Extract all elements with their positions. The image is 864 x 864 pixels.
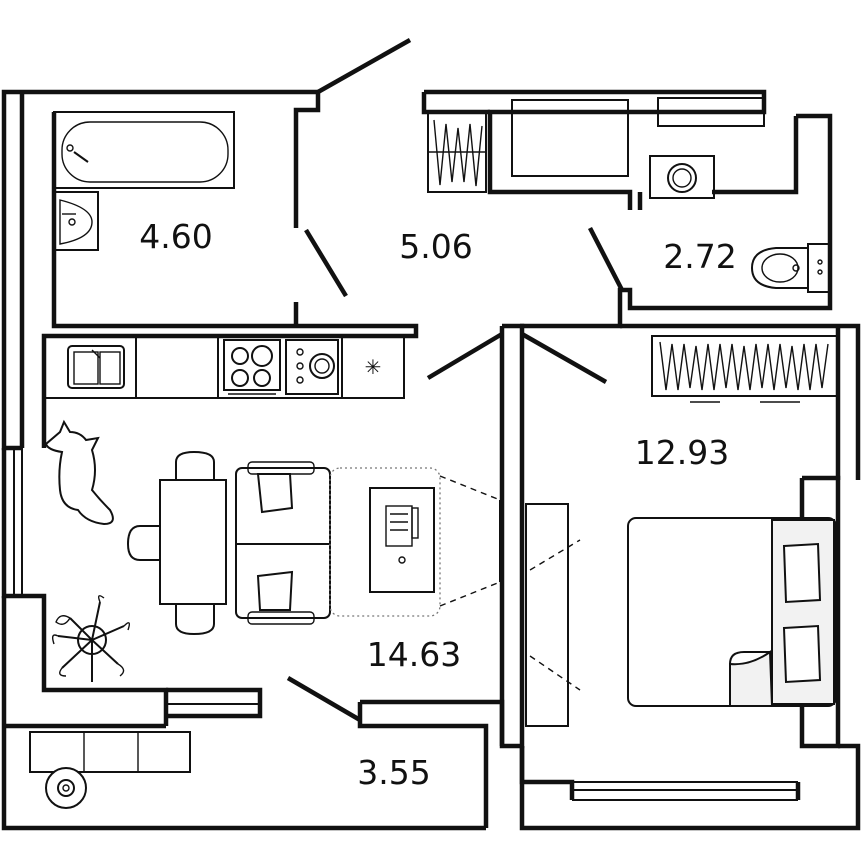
dining-table-icon [126, 450, 227, 636]
cat-icon [44, 419, 114, 526]
storage-shelf [427, 111, 487, 193]
cabinet [511, 99, 629, 177]
rug [329, 467, 441, 617]
tv-view-lines [439, 475, 501, 607]
walls [1, 38, 861, 831]
room-area-toilet: 2.72 [663, 237, 736, 276]
toilet-icon [750, 243, 831, 293]
room-area-hallway: 5.06 [399, 227, 472, 266]
sofa-icon [235, 461, 331, 625]
bathtub-icon [53, 111, 235, 189]
fridge-icon: ✳ [365, 355, 382, 379]
plant-icon [51, 595, 131, 682]
kitchen-sink-icon [67, 345, 125, 389]
stove-icon [223, 339, 281, 395]
extractor-icon [285, 339, 339, 395]
kitchen-counter [43, 335, 405, 399]
wardrobe [651, 335, 839, 403]
svg-text:✳: ✳ [365, 355, 382, 379]
shelf [657, 97, 765, 127]
tv-icon [525, 503, 581, 727]
washing-machine-icon [649, 155, 715, 199]
room-area-bathroom: 4.60 [139, 217, 212, 256]
room-area-living-kitchen: 14.63 [367, 635, 461, 674]
bed-icon [627, 517, 837, 707]
laptop-icon [369, 487, 435, 593]
room-area-bedroom: 12.93 [635, 433, 729, 472]
room-area-balcony: 3.55 [357, 753, 430, 792]
balcony-bench [29, 731, 191, 773]
washbasin-icon [53, 191, 99, 251]
stroller-icon [45, 767, 87, 809]
